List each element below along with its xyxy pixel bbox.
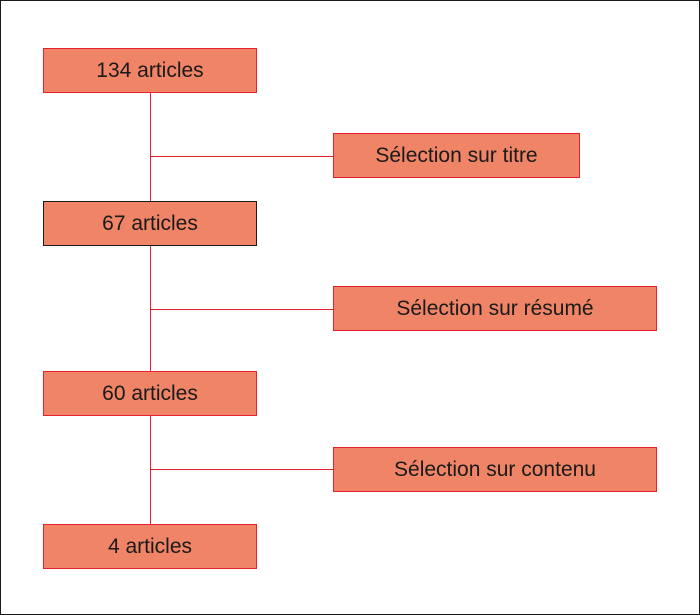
filter-box-abstract: Sélection sur résumé xyxy=(333,286,657,331)
step-box-2: 67 articles xyxy=(43,201,257,246)
filter-box-content: Sélection sur contenu xyxy=(333,447,657,492)
filter-box-title: Sélection sur titre xyxy=(333,133,580,178)
step-box-4: 4 articles xyxy=(43,524,257,569)
step-box-1: 134 articles xyxy=(43,48,257,93)
branch-connector-3 xyxy=(150,469,334,470)
branch-connector-2 xyxy=(150,309,334,310)
step-box-3: 60 articles xyxy=(43,371,257,416)
branch-connector-1 xyxy=(150,156,334,157)
